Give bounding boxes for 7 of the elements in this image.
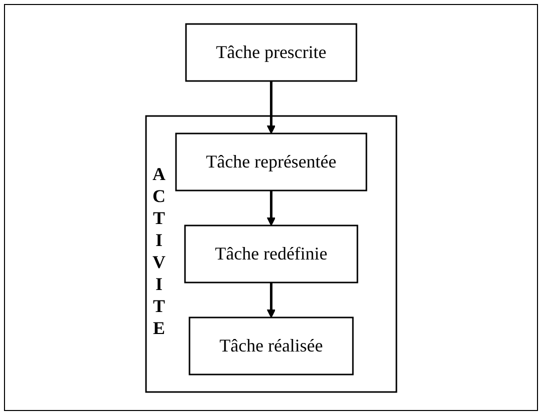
arrow xyxy=(266,190,276,226)
arrow xyxy=(266,282,276,318)
node-box: Tâche réalisée xyxy=(188,316,354,375)
node-box: Tâche prescrite xyxy=(185,22,357,82)
node-box: Tâche redéfinie xyxy=(184,224,358,283)
arrow xyxy=(266,80,276,134)
node-box: Tâche représentée xyxy=(175,132,367,191)
